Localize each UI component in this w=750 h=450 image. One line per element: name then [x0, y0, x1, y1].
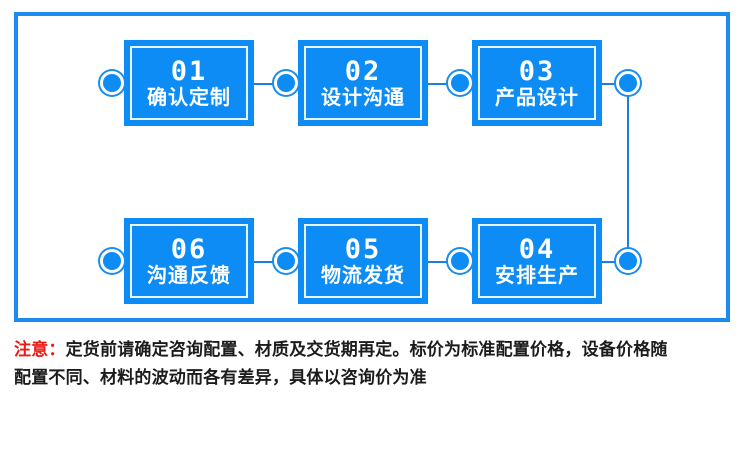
node-dot-icon-bottom-1 [448, 249, 472, 273]
connector-line-bottom-4 [428, 261, 454, 263]
note-block: 注意：定货前请确定咨询配置、材质及交货期再定。标价为标准配置价格，设备价格随 配… [14, 336, 736, 392]
step-number-03: 03 [518, 55, 556, 87]
step-box-06-inner: 06 沟通反馈 [130, 224, 248, 298]
step-number-01: 01 [170, 55, 208, 87]
step-box-04-inner: 04 安排生产 [478, 224, 596, 298]
node-dot-icon-top-start [100, 71, 124, 95]
step-box-03-inner: 03 产品设计 [478, 46, 596, 120]
step-label-05: 物流发货 [321, 264, 405, 287]
note-line-1: 注意：定货前请确定咨询配置、材质及交货期再定。标价为标准配置价格，设备价格随 [14, 336, 736, 364]
step-box-04[interactable]: 04 安排生产 [472, 218, 602, 304]
node-dot-icon-top-end [616, 71, 640, 95]
step-number-04: 04 [518, 233, 556, 265]
node-dot-icon-top-2 [448, 71, 472, 95]
connector-line-right-vertical [627, 94, 629, 261]
node-dot-icon-bottom-end [100, 249, 124, 273]
note-label: 注意： [14, 340, 66, 359]
step-label-04: 安排生产 [495, 264, 579, 287]
note-line-2: 配置不同、材料的波动而各有差异，具体以咨询价为准 [14, 368, 427, 388]
step-box-01[interactable]: 01 确认定制 [124, 40, 254, 126]
step-number-02: 02 [344, 55, 382, 87]
note-text-line-1: 定货前请确定咨询配置、材质及交货期再定。标价为标准配置价格，设备价格随 [65, 340, 668, 359]
step-box-06[interactable]: 06 沟通反馈 [124, 218, 254, 304]
step-box-01-inner: 01 确认定制 [130, 46, 248, 120]
step-box-02-inner: 02 设计沟通 [304, 46, 422, 120]
connector-line-top-4 [428, 83, 454, 85]
step-label-06: 沟通反馈 [147, 264, 231, 287]
connector-line-top-2 [254, 83, 280, 85]
step-box-05[interactable]: 05 物流发货 [298, 218, 428, 304]
node-dot-icon-bottom-2 [274, 249, 298, 273]
step-number-05: 05 [344, 233, 382, 265]
step-label-02: 设计沟通 [321, 86, 405, 109]
step-box-03[interactable]: 03 产品设计 [472, 40, 602, 126]
connector-line-top-6 [602, 83, 628, 85]
node-dot-icon-top-1 [274, 71, 298, 95]
flow-diagram-frame: 01 确认定制 02 设计沟通 03 产品设计 04 安排生产 05 物流发货 … [14, 12, 730, 322]
connector-line-bottom-6 [602, 261, 628, 263]
step-box-02[interactable]: 02 设计沟通 [298, 40, 428, 126]
step-label-01: 确认定制 [147, 86, 231, 109]
step-box-05-inner: 05 物流发货 [304, 224, 422, 298]
step-label-03: 产品设计 [495, 86, 579, 109]
connector-line-bottom-2 [254, 261, 280, 263]
node-dot-icon-bottom-start [616, 249, 640, 273]
step-number-06: 06 [170, 233, 208, 265]
